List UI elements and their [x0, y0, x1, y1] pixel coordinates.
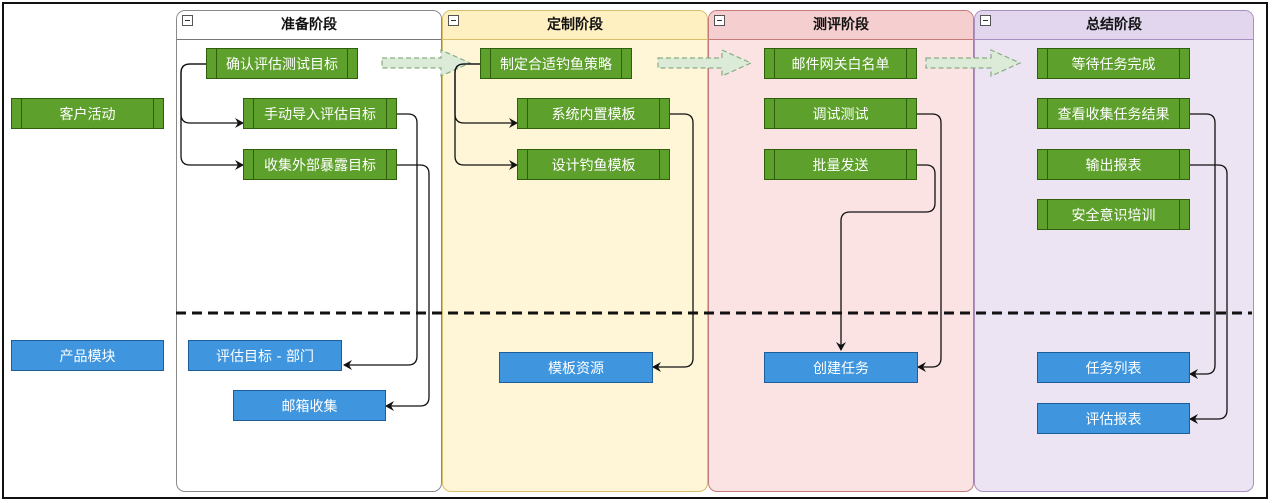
activity-batch-send[interactable]: 批量发送 — [764, 149, 917, 180]
activity-gateway-whitelist[interactable]: 邮件网关白名单 — [764, 48, 917, 79]
collapse-icon[interactable] — [980, 15, 991, 26]
activity-debug-test[interactable]: 调试测试 — [764, 98, 917, 129]
module-template-resources[interactable]: 模板资源 — [499, 352, 653, 383]
connector — [180, 63, 244, 170]
stage-arrow — [925, 49, 1022, 77]
collapse-icon[interactable] — [182, 15, 193, 26]
lane-header: 测评阶段 — [709, 11, 973, 40]
activity-view-results[interactable]: 查看收集任务结果 — [1037, 98, 1190, 129]
activity-builtin-template[interactable]: 系统内置模板 — [517, 98, 670, 129]
activity-manual-import[interactable]: 手动导入评估目标 — [243, 98, 397, 129]
activity-phishing-strategy[interactable]: 制定合适钓鱼策略 — [480, 48, 632, 79]
lane-customization: 定制阶段 — [442, 10, 708, 492]
connector — [385, 164, 430, 411]
lane-title: 总结阶段 — [1086, 17, 1142, 33]
activity-collect-exposure[interactable]: 收集外部暴露目标 — [243, 149, 397, 180]
connector — [454, 63, 518, 170]
module-eval-report[interactable]: 评估报表 — [1037, 403, 1190, 434]
activity-security-training[interactable]: 安全意识培训 — [1037, 199, 1190, 230]
lane-header: 定制阶段 — [443, 11, 707, 40]
stage-arrow — [657, 49, 753, 77]
module-target-department[interactable]: 评估目标 - 部门 — [188, 340, 342, 371]
connector — [1189, 164, 1228, 424]
connector — [836, 164, 936, 351]
stage-arrow — [381, 49, 472, 77]
lane-header: 总结阶段 — [975, 11, 1253, 40]
module-task-list[interactable]: 任务列表 — [1037, 352, 1190, 383]
connector — [917, 113, 942, 372]
activity-design-template[interactable]: 设计钓鱼模板 — [517, 149, 670, 180]
connector — [1189, 113, 1216, 379]
collapse-icon[interactable] — [714, 15, 725, 26]
lane-title: 定制阶段 — [547, 17, 603, 33]
connector — [343, 113, 418, 370]
module-create-task[interactable]: 创建任务 — [764, 352, 918, 383]
lane-title: 测评阶段 — [813, 17, 869, 33]
connector — [652, 113, 694, 372]
row-label-customer-activity: 客户活动 — [11, 98, 164, 129]
activity-wait-task[interactable]: 等待任务完成 — [1037, 48, 1190, 79]
collapse-icon[interactable] — [448, 15, 459, 26]
row-label-product-module: 产品模块 — [11, 340, 164, 371]
module-mailbox-collection[interactable]: 邮箱收集 — [233, 390, 386, 421]
activity-confirm-target[interactable]: 确认评估测试目标 — [206, 48, 358, 79]
lane-title: 准备阶段 — [281, 17, 337, 33]
activity-output-report[interactable]: 输出报表 — [1037, 149, 1190, 180]
lane-header: 准备阶段 — [177, 11, 441, 40]
